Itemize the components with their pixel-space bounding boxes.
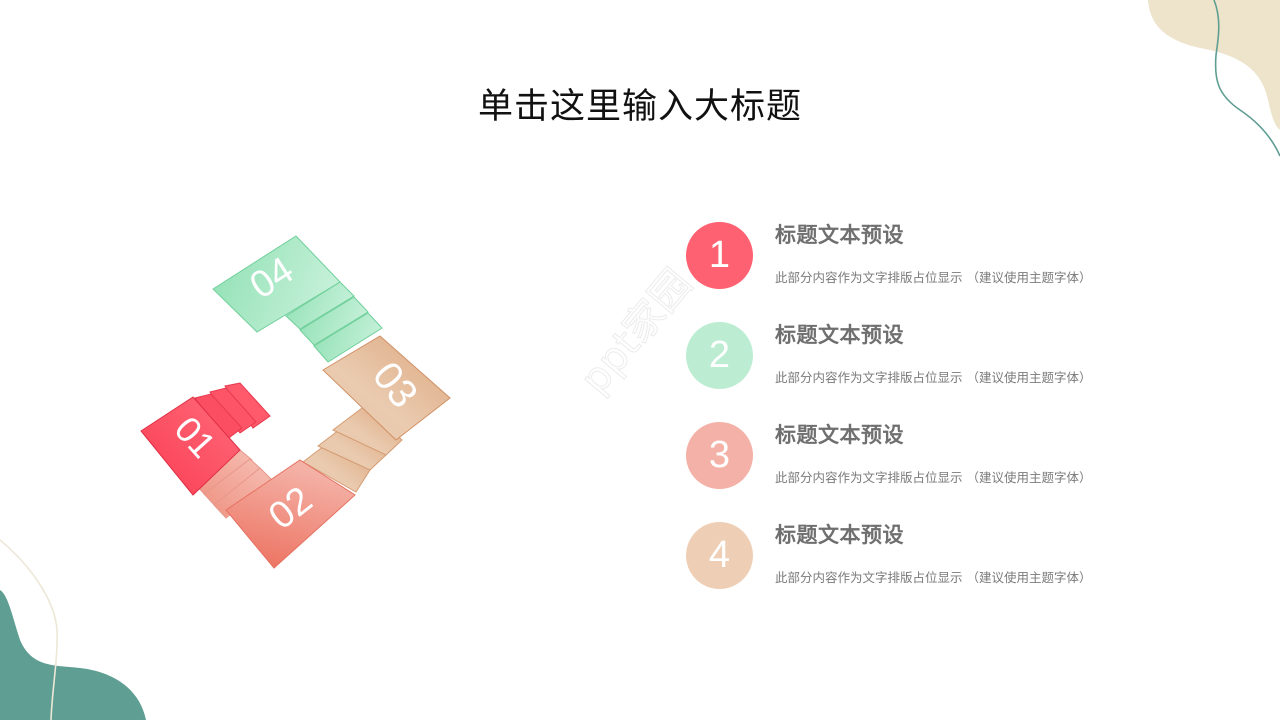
landing-02[interactable]: 02 [225,459,356,569]
landing-03[interactable]: 03 [322,335,451,441]
steps-03-to-04 [285,281,383,363]
list-item-2[interactable]: 2 标题文本预设 此部分内容作为文字排版占位显示 （建议使用主题字体） [686,322,1206,392]
number-circle-2: 2 [686,322,753,389]
number-circle-4: 4 [686,522,753,589]
step-01-risers [194,382,271,441]
item-description-3[interactable]: 此部分内容作为文字排版占位显示 （建议使用主题字体） [775,470,1092,485]
item-description-4[interactable]: 此部分内容作为文字排版占位显示 （建议使用主题字体） [775,570,1092,585]
item-title-1[interactable]: 标题文本预设 [775,222,904,247]
steps-02-to-03 [302,404,403,493]
number-circle-1: 1 [686,222,753,289]
item-title-2[interactable]: 标题文本预设 [775,322,904,347]
slide-title[interactable]: 单击这里输入大标题 [477,87,802,127]
list-item-1[interactable]: 1 标题文本预设 此部分内容作为文字排版占位显示 （建议使用主题字体） [686,222,1206,292]
list-item-4[interactable]: 4 标题文本预设 此部分内容作为文字排版占位显示 （建议使用主题字体） [686,522,1206,592]
item-description-2[interactable]: 此部分内容作为文字排版占位显示 （建议使用主题字体） [775,370,1092,385]
item-description-1[interactable]: 此部分内容作为文字排版占位显示 （建议使用主题字体） [775,270,1092,285]
item-title-3[interactable]: 标题文本预设 [775,422,904,447]
landing-04[interactable]: 04 [212,235,341,333]
list-item-3[interactable]: 3 标题文本预设 此部分内容作为文字排版占位显示 （建议使用主题字体） [686,422,1206,492]
landing-01[interactable]: 01 [140,396,241,496]
item-title-4[interactable]: 标题文本预设 [775,522,904,547]
number-circle-3: 3 [686,422,753,489]
